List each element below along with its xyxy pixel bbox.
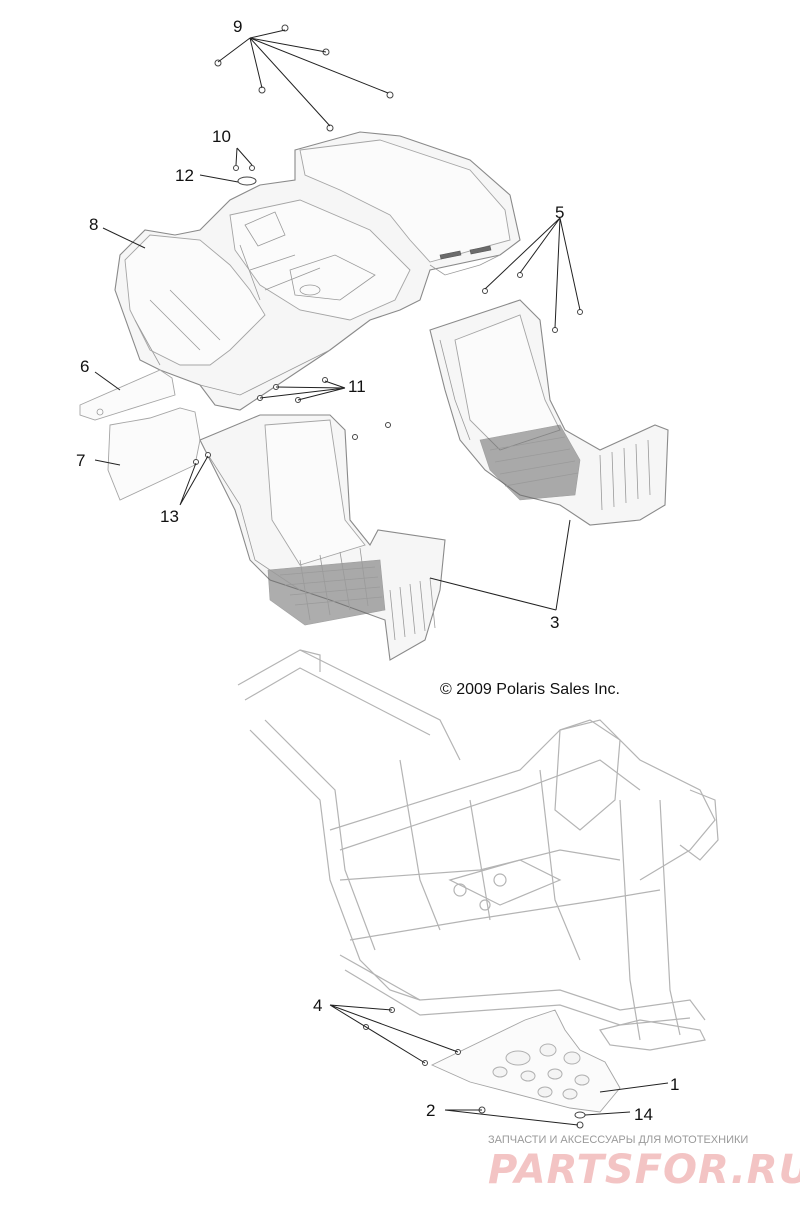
callout-5: 5 [555, 203, 564, 222]
callout-9: 9 [233, 17, 242, 36]
leader-lines [94, 29, 669, 1126]
fastener-5a [482, 288, 488, 294]
callout-10: 10 [212, 127, 231, 146]
callout-11: 11 [348, 377, 366, 396]
fastener-5d [577, 309, 583, 315]
callout-1: 1 [670, 1075, 679, 1094]
washer-14 [574, 1111, 586, 1119]
fastener-9f [326, 124, 334, 132]
vehicle-frame [237, 649, 719, 1051]
watermark-logo-text: PARTSFOR.RU [488, 1147, 800, 1193]
callout-6: 6 [80, 357, 89, 376]
callout-13: 13 [160, 507, 179, 526]
copyright-notice: © 2009 Polaris Sales Inc. [440, 681, 620, 698]
callout-4: 4 [313, 996, 322, 1015]
fastener-11f [385, 422, 391, 428]
skid-plate [430, 1009, 621, 1113]
fastener-11e [352, 434, 358, 440]
footwell-left [199, 414, 446, 661]
watermark: ЗАПЧАСТИ И АКСЕССУАРЫ ДЛЯ МОТОТЕХНИКИ PA… [488, 1134, 800, 1193]
footwell-right [429, 299, 669, 526]
fastener-9a [281, 24, 289, 32]
watermark-subtitle: ЗАПЧАСТИ И АКСЕССУАРЫ ДЛЯ МОТОТЕХНИКИ [488, 1134, 748, 1146]
fastener-10b [249, 165, 255, 171]
fastener-13b [205, 452, 211, 458]
callout-2: 2 [426, 1101, 435, 1120]
fastener-9e [386, 91, 394, 99]
callout-12: 12 [175, 166, 194, 185]
callout-14: 14 [634, 1105, 653, 1124]
callout-8: 8 [89, 215, 98, 234]
callout-3: 3 [550, 613, 559, 632]
fastener-5b [517, 272, 523, 278]
callout-labels: 9 10 12 8 5 6 11 7 13 3 4 1 2 14 [76, 17, 679, 1124]
retainer-plate-12 [237, 176, 257, 186]
fastener-10a [233, 165, 239, 171]
fastener-5c [552, 327, 558, 333]
callout-7: 7 [76, 451, 85, 470]
rear-fender-body [114, 131, 521, 411]
heat-shield-upper [79, 369, 176, 421]
fastener-13a [193, 459, 199, 465]
heat-shield-lower [107, 407, 201, 501]
